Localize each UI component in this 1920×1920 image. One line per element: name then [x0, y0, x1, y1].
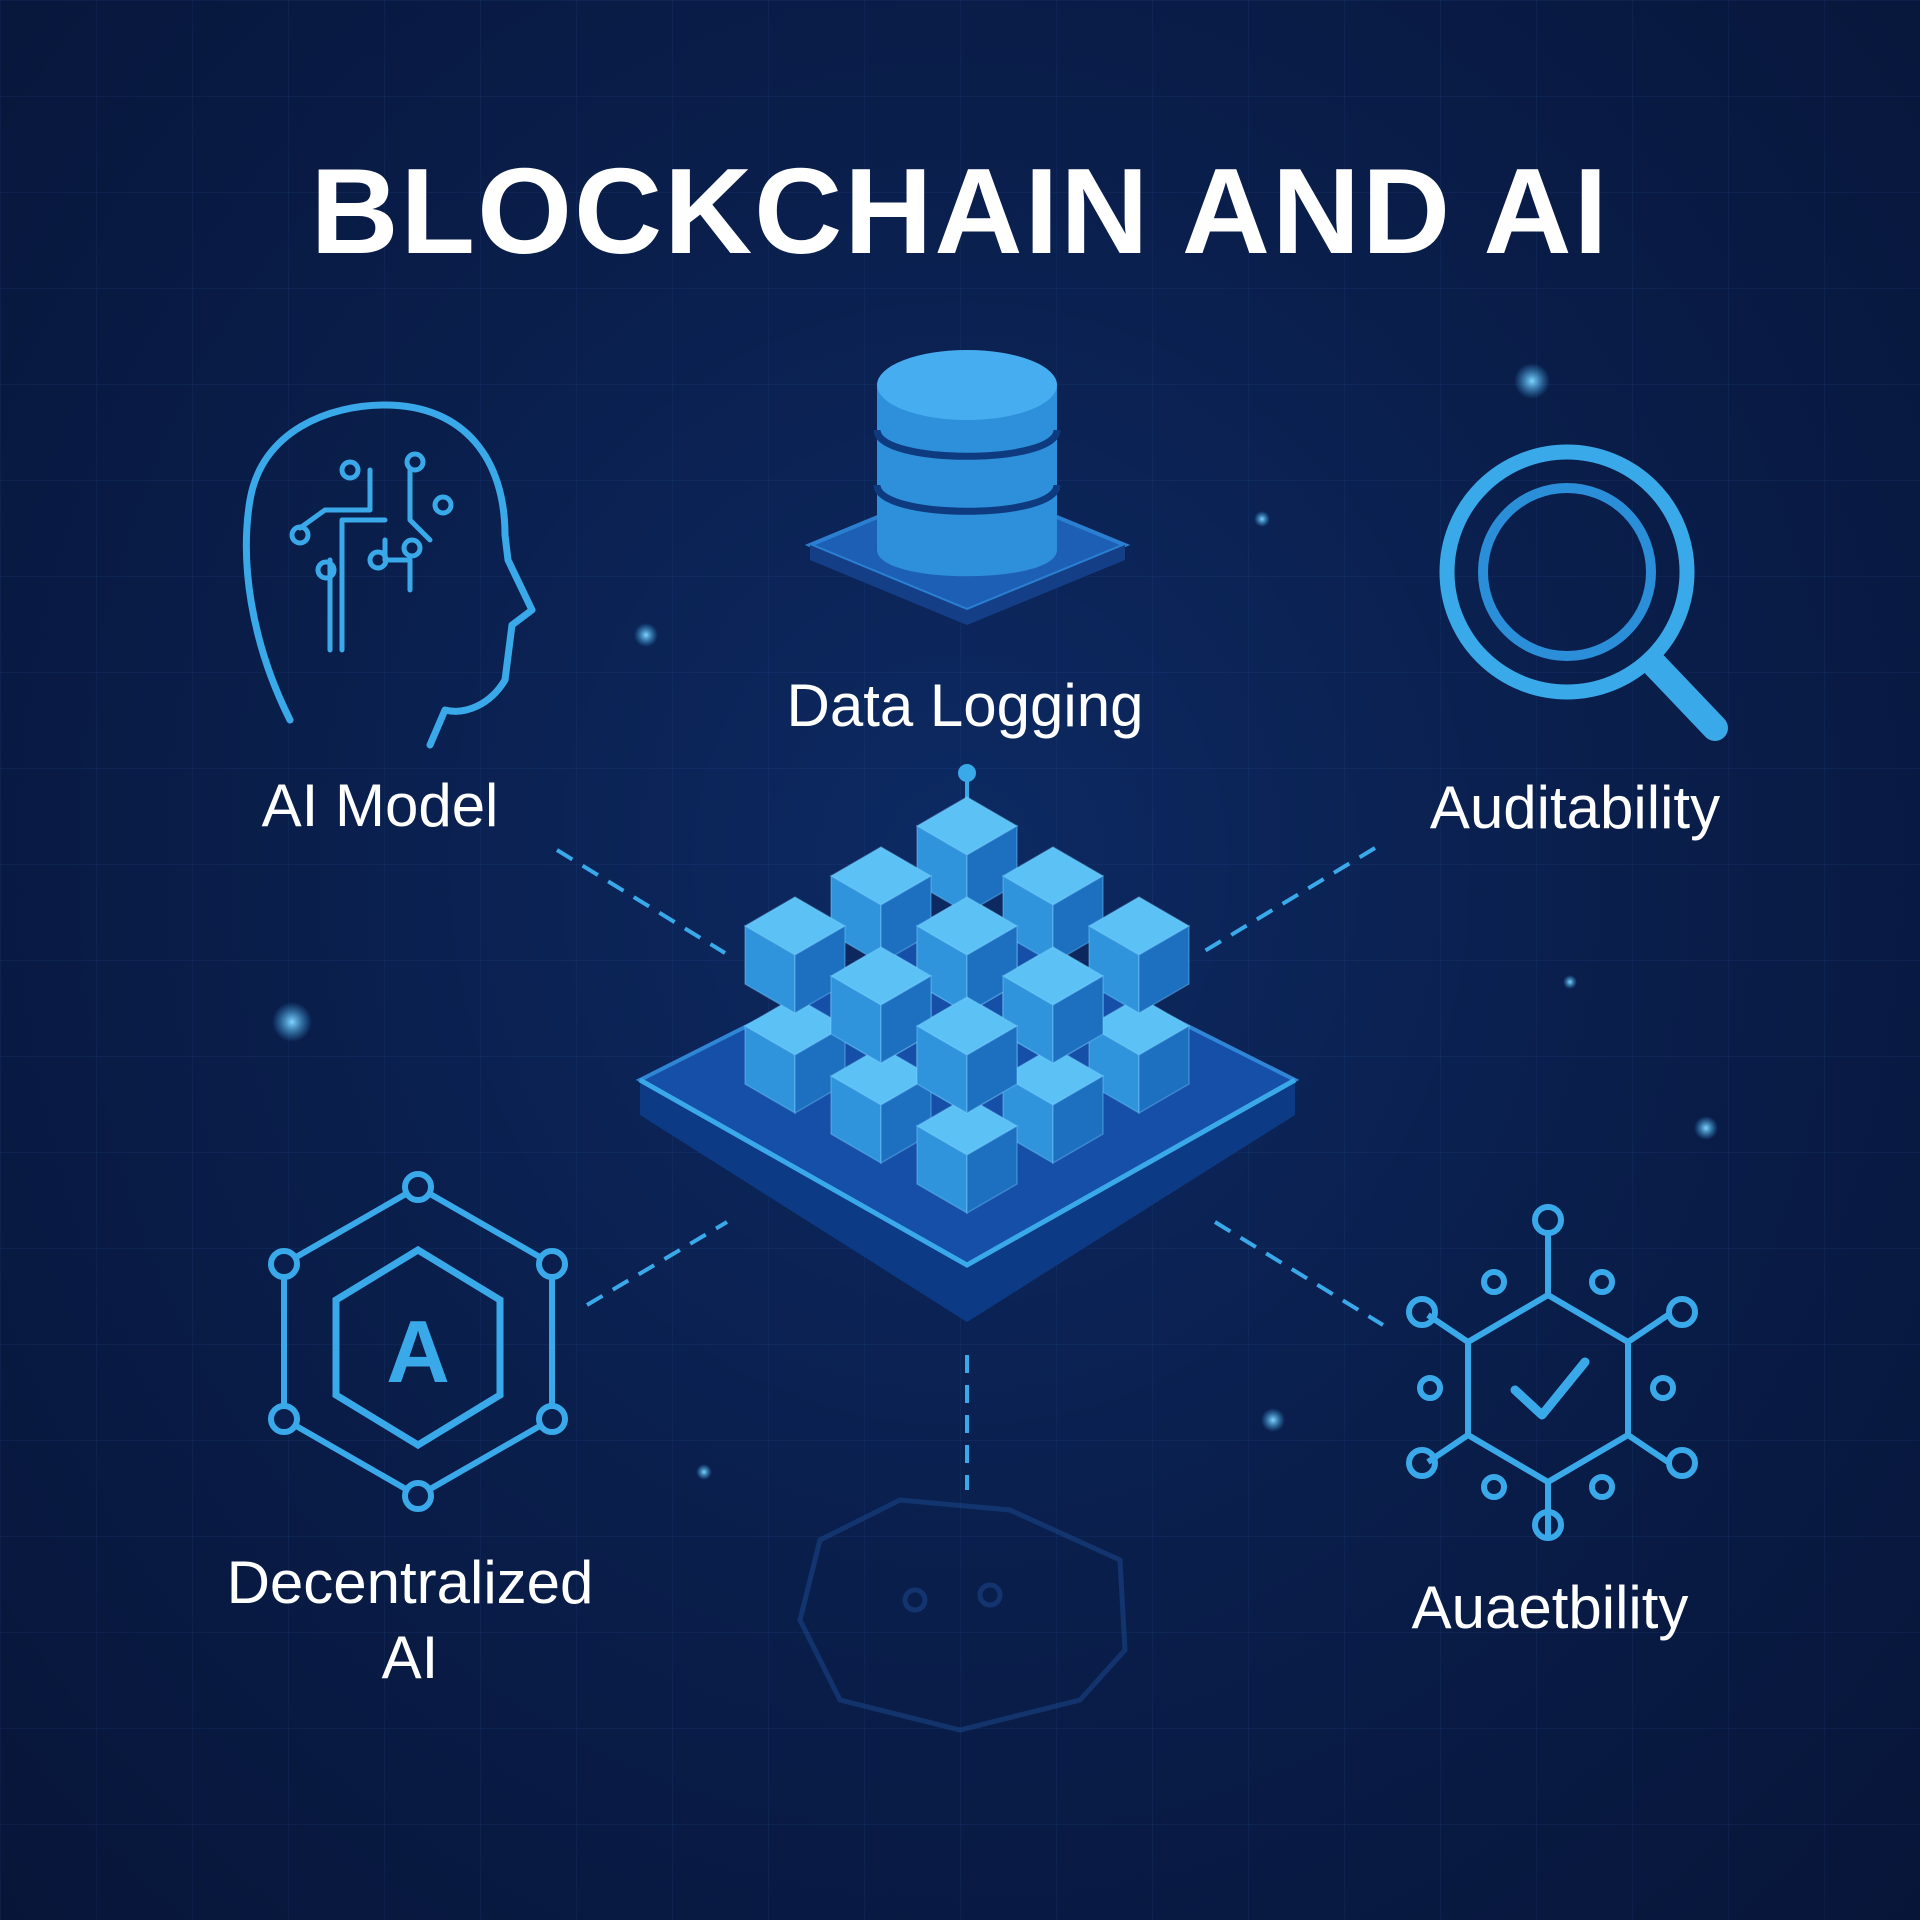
decentralized-ai-label-line2: AI — [180, 1620, 640, 1695]
faded-puzzle-icon — [800, 1500, 1125, 1730]
block-cube — [917, 797, 1017, 913]
head-circuit-icon — [246, 405, 532, 745]
data-logging-label: Data Logging — [755, 668, 1175, 743]
blockchain-cubes-icon — [640, 797, 1295, 1322]
ai-model-label: AI Model — [230, 768, 530, 843]
decentralized-ai-label-line1: Decentralized — [180, 1545, 640, 1620]
auaetbility-label: Auaetbility — [1370, 1570, 1730, 1645]
hexagon-check-icon — [1409, 1207, 1695, 1540]
svg-text:A: A — [386, 1302, 450, 1401]
decentralized-ai-label: Decentralized AI — [180, 1545, 640, 1695]
magnifier-icon — [1447, 452, 1715, 728]
database-icon — [810, 350, 1125, 625]
hexagon-a-icon: A — [271, 1174, 565, 1509]
auditability-label: Auditability — [1385, 770, 1765, 845]
